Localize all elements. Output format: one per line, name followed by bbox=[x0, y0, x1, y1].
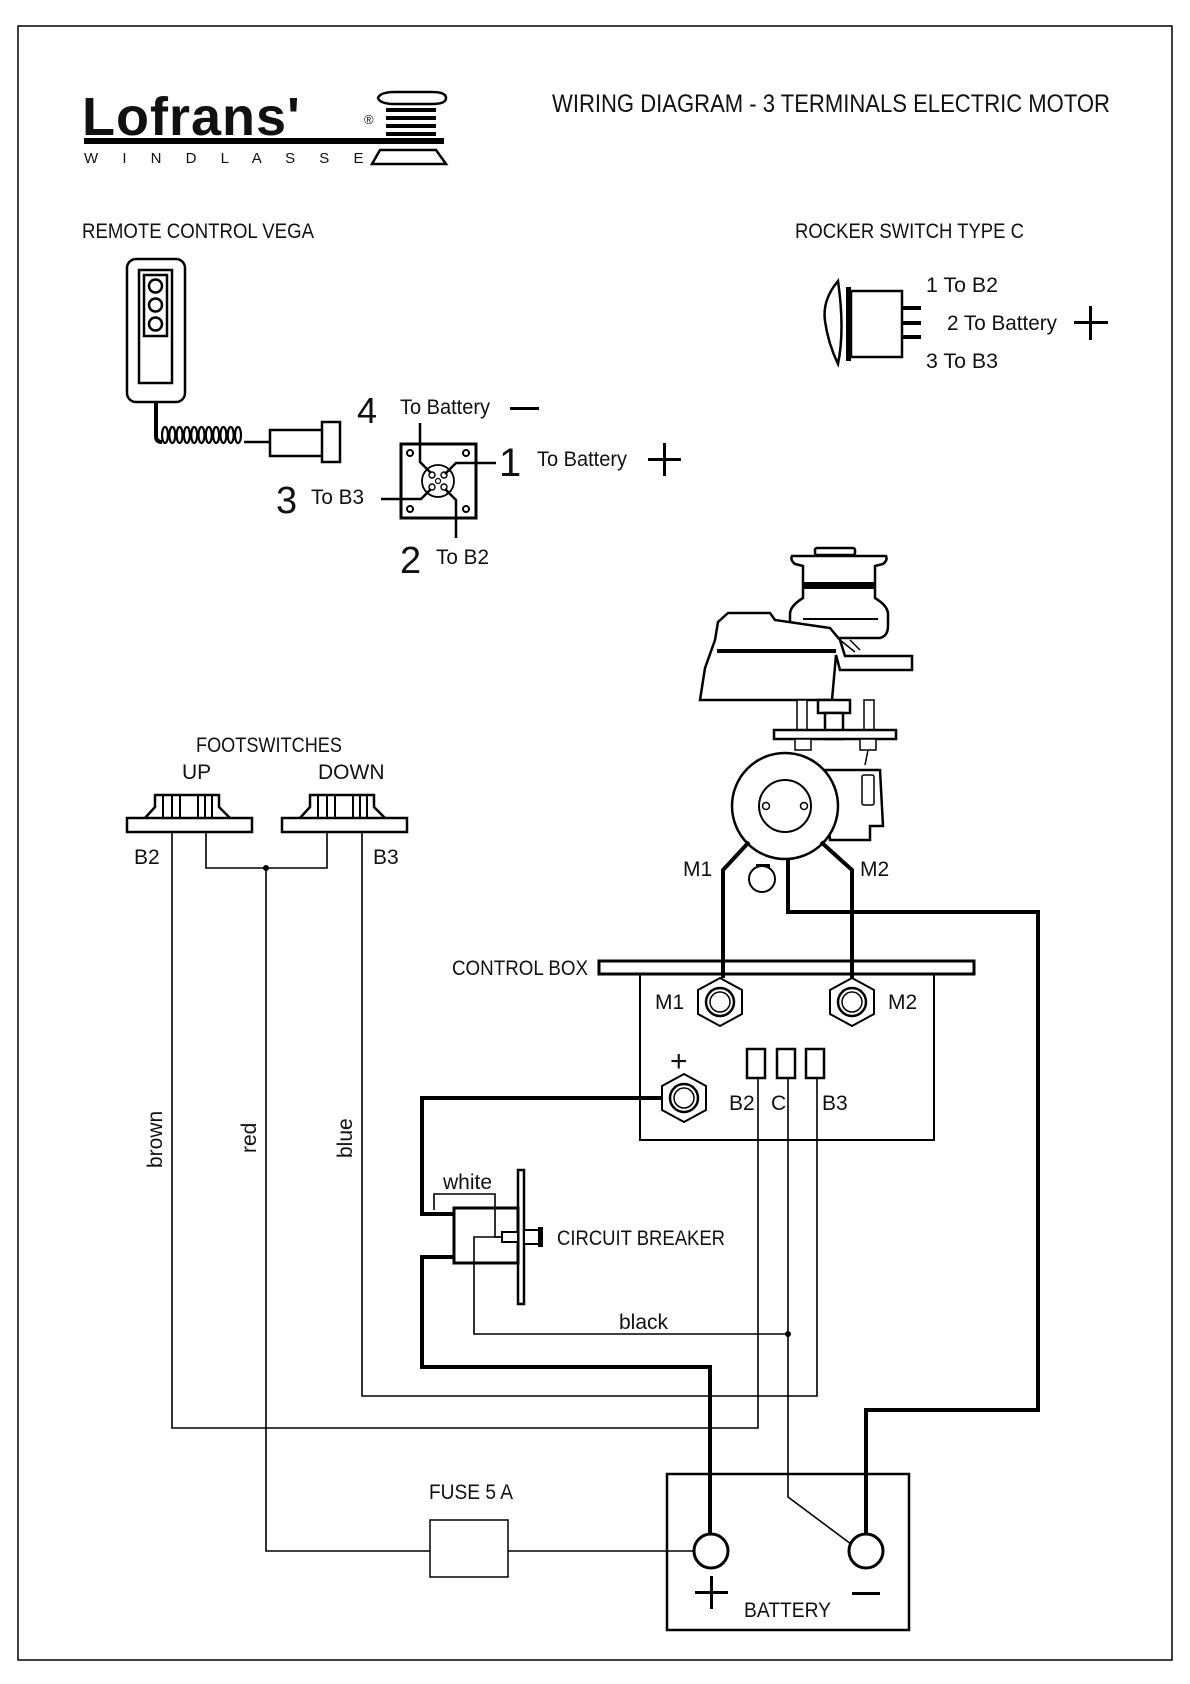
control-box-m1-label: M1 bbox=[655, 991, 684, 1014]
remote-control-title: REMOTE CONTROL VEGA bbox=[82, 220, 314, 243]
page-frame bbox=[17, 25, 1173, 1661]
motor-ground-terminal bbox=[748, 864, 776, 893]
control-box-plus-terminal[interactable] bbox=[661, 1072, 707, 1124]
remote-socket-connector bbox=[381, 423, 496, 538]
remote-control-handset-icon bbox=[125, 257, 187, 404]
wire-blue-label: blue bbox=[334, 1118, 357, 1158]
pin-1-number: 1 bbox=[499, 441, 521, 485]
logo-underline bbox=[84, 138, 444, 144]
footswitch-down[interactable] bbox=[280, 793, 409, 834]
logo-brand: Lofrans' bbox=[82, 87, 301, 147]
cable-coil bbox=[204, 425, 213, 445]
cable-coil bbox=[168, 425, 177, 445]
logo-winch-icon bbox=[369, 90, 449, 166]
pin-2-number: 2 bbox=[400, 540, 421, 582]
pin-4-minus-sign bbox=[510, 407, 539, 410]
battery-label: BATTERY bbox=[744, 1599, 831, 1622]
wire-main-positive-to-battery bbox=[420, 1255, 712, 1534]
battery-negative-terminal[interactable] bbox=[847, 1532, 885, 1570]
battery-positive-terminal[interactable] bbox=[692, 1532, 730, 1570]
coiled-cable bbox=[154, 402, 270, 445]
cable-coil bbox=[160, 425, 170, 445]
terminal-b2-label: B2 bbox=[729, 1092, 755, 1115]
wire-brown-label: brown bbox=[144, 1111, 167, 1168]
fuse-label: FUSE 5 A bbox=[429, 1481, 513, 1504]
control-box-m2-label: M2 bbox=[888, 991, 917, 1014]
wire-motor-negative bbox=[786, 859, 1040, 1533]
wire-blue bbox=[361, 832, 818, 1397]
battery-plus-sign bbox=[695, 1576, 728, 1609]
cable-coil bbox=[182, 425, 191, 445]
logo-registered: ® bbox=[364, 112, 374, 127]
rocker-pin-1-label: 1 To B2 bbox=[926, 274, 998, 297]
wire-black-label: black bbox=[619, 1311, 669, 1334]
wire-red bbox=[265, 868, 430, 1552]
rocker-plus-sign bbox=[1074, 306, 1108, 340]
wire-white-label: white bbox=[442, 1171, 492, 1194]
pin-2-label: To B2 bbox=[436, 546, 489, 569]
footswitch-up-label: UP bbox=[182, 761, 211, 784]
footswitch-down-label: DOWN bbox=[318, 761, 385, 784]
footswitch-b2-label: B2 bbox=[134, 846, 160, 869]
pin-1-plus-sign bbox=[648, 443, 681, 476]
pin-1-label: To Battery bbox=[537, 448, 627, 471]
footswitches-title: FOOTSWITCHES bbox=[196, 734, 342, 757]
circuit-breaker[interactable] bbox=[452, 1168, 543, 1306]
control-box-title: CONTROL BOX bbox=[452, 957, 588, 980]
wire-motor-m1 bbox=[721, 840, 751, 978]
rocker-switch-icon bbox=[823, 278, 921, 368]
rocker-switch-title: ROCKER SWITCH TYPE C bbox=[795, 220, 1024, 243]
pin-3-label: To B3 bbox=[311, 486, 364, 509]
diagram-title: WIRING DIAGRAM - 3 TERMINALS ELECTRIC MO… bbox=[552, 90, 1110, 118]
control-box-plus-label: + bbox=[670, 1045, 688, 1078]
wire-motor-m2 bbox=[819, 840, 854, 978]
fuse-5a[interactable] bbox=[429, 1519, 509, 1578]
wire-main-positive-to-control bbox=[420, 1096, 662, 1216]
footswitch-b3-label: B3 bbox=[373, 846, 399, 869]
control-box-m2-terminal[interactable] bbox=[829, 976, 875, 1028]
cable-coil bbox=[226, 425, 235, 445]
pin-3-number: 3 bbox=[276, 480, 297, 522]
wire-footswitch-common bbox=[205, 832, 328, 869]
battery-minus-sign bbox=[852, 1592, 880, 1595]
wire-red-label: red bbox=[238, 1123, 261, 1153]
terminal-b3-label: B3 bbox=[822, 1092, 848, 1115]
junction-dot bbox=[785, 1331, 791, 1337]
cable-coil bbox=[190, 425, 199, 445]
motor-m1-label: M1 bbox=[683, 858, 712, 881]
pin-4-number: 4 bbox=[357, 390, 377, 431]
control-box-signal-terminals[interactable] bbox=[745, 1047, 826, 1080]
cable-coil bbox=[233, 425, 243, 445]
cable-coil bbox=[197, 425, 206, 445]
control-box bbox=[597, 959, 976, 1141]
wire-brown bbox=[171, 832, 759, 1429]
terminal-c-label: C bbox=[771, 1092, 786, 1115]
motor-m2-label: M2 bbox=[860, 858, 889, 881]
cable-coil bbox=[219, 425, 228, 445]
cable-coil bbox=[175, 425, 184, 445]
logo-tagline: W I N D L A S S E S bbox=[84, 150, 408, 167]
footswitch-up[interactable] bbox=[125, 793, 254, 834]
windlass-icon bbox=[698, 546, 914, 861]
rocker-pin-2-label: 2 To Battery bbox=[947, 312, 1057, 335]
control-box-m1-terminal[interactable] bbox=[697, 976, 743, 1028]
wire-white bbox=[433, 1193, 502, 1238]
circuit-breaker-label: CIRCUIT BREAKER bbox=[557, 1227, 725, 1250]
lofrans-logo: Lofrans' ® W I N D L A S S E S bbox=[82, 87, 449, 167]
wire-c-to-negative bbox=[787, 1078, 856, 1548]
pin-4-label: To Battery bbox=[400, 396, 490, 419]
rocker-pin-3-label: 3 To B3 bbox=[926, 350, 998, 373]
remote-plug-connector bbox=[268, 420, 342, 464]
cable-coil bbox=[212, 425, 221, 445]
wire-black bbox=[473, 1236, 788, 1335]
